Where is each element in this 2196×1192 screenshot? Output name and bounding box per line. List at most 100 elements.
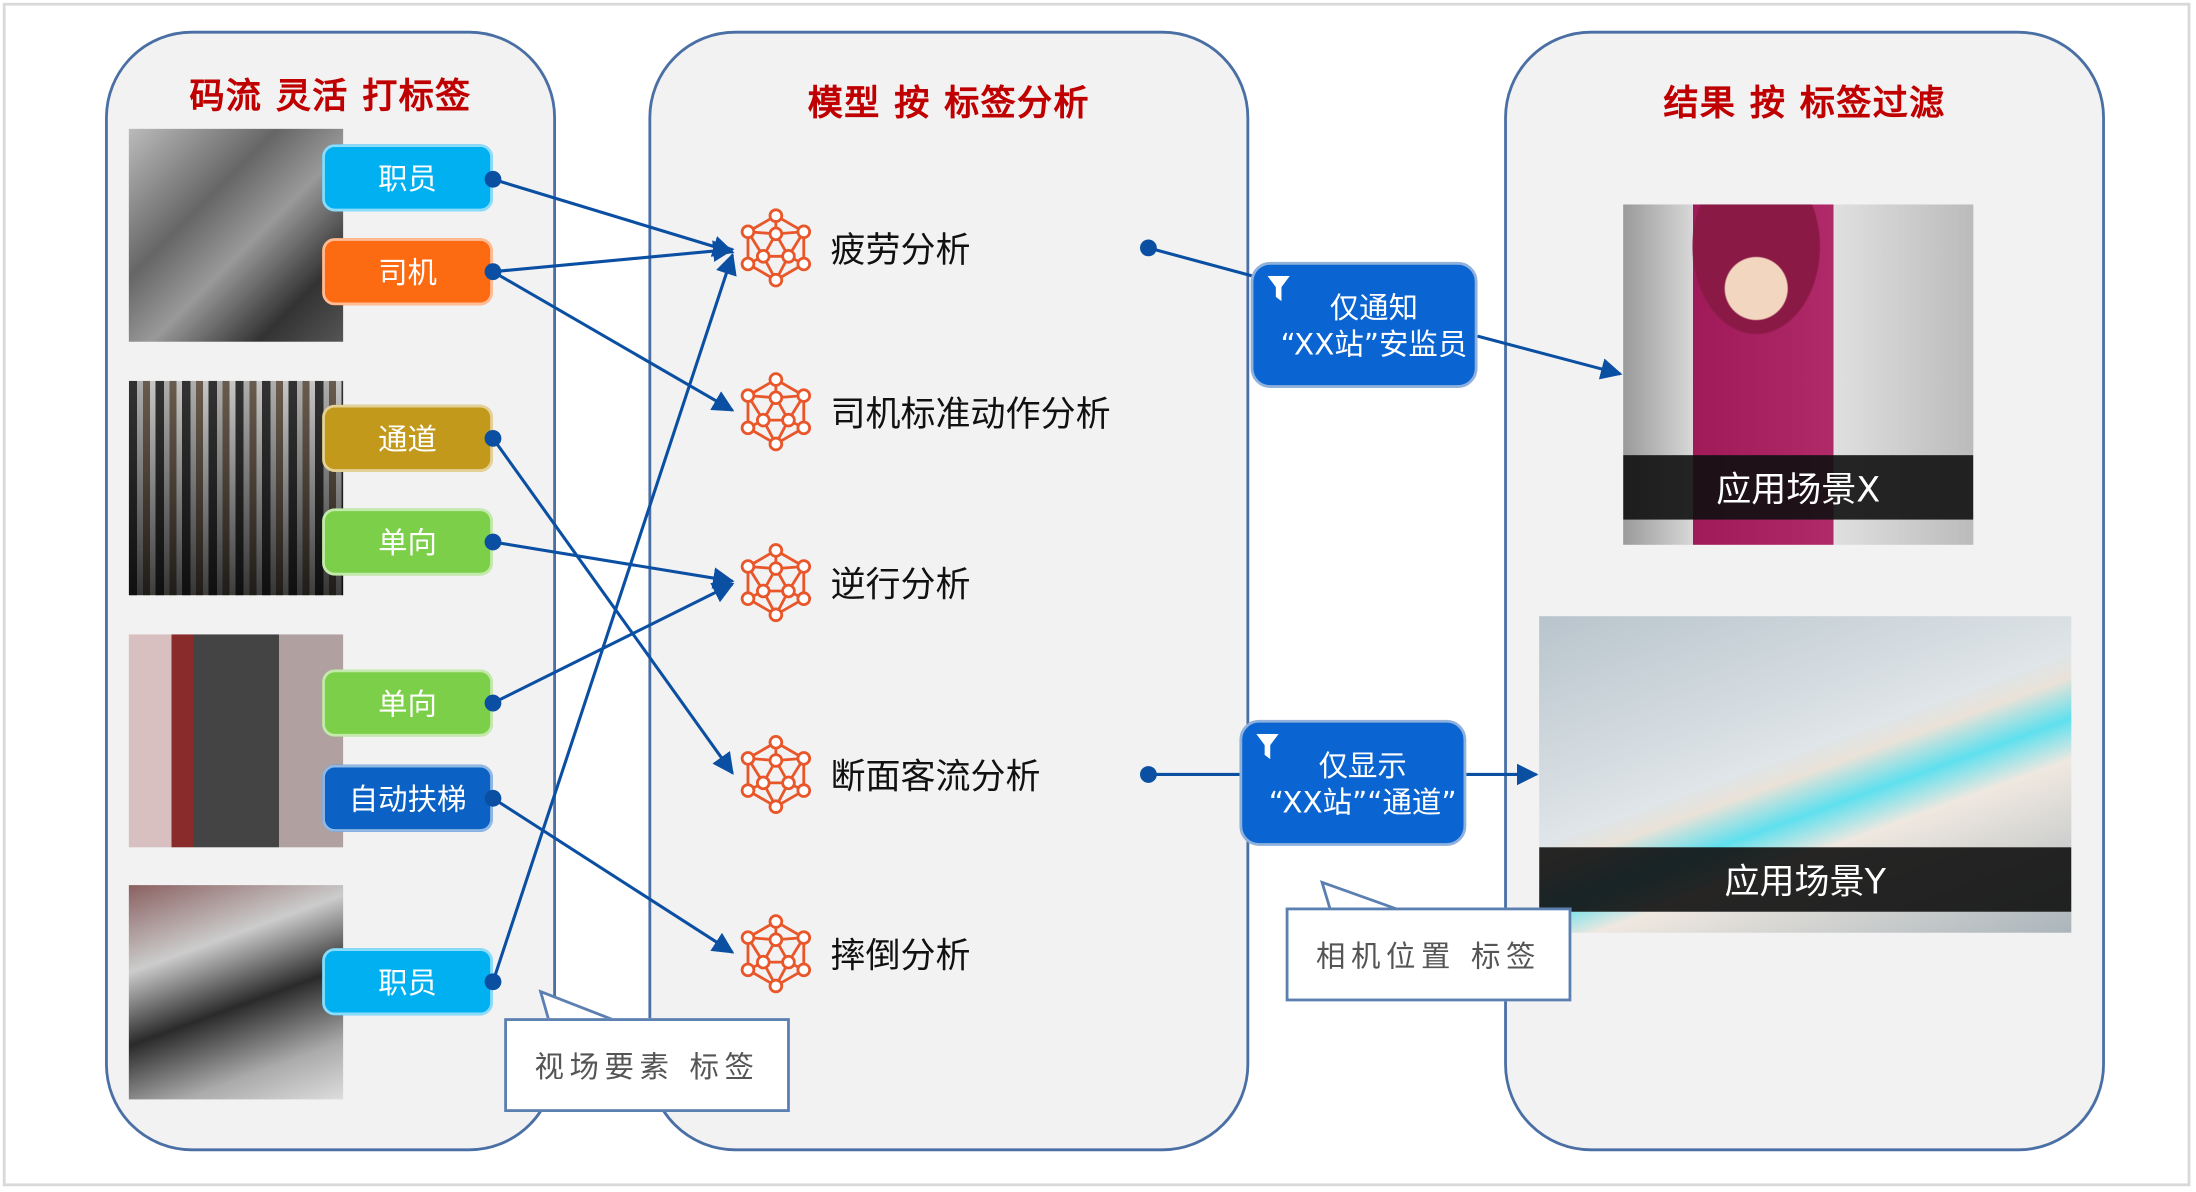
connector-dot [484, 263, 502, 281]
model-passenger-flow[interactable]: 断面客流分析 [738, 732, 1041, 816]
model-label: 疲劳分析 [830, 229, 971, 271]
network-node [768, 208, 784, 223]
callout-camera-tag: 相机位置 标签 [1285, 907, 1572, 1002]
network-node [796, 256, 812, 272]
tag-one-way[interactable]: 单向 [322, 669, 493, 737]
network-node [768, 390, 784, 406]
camera-image-control-room [128, 885, 344, 1100]
network-node [768, 734, 784, 750]
tag-label: 职员 [378, 966, 437, 1000]
tag-one-way[interactable]: 单向 [322, 508, 493, 576]
tag-label: 通道 [378, 422, 437, 457]
network-node [740, 224, 756, 240]
connector-dot [1140, 239, 1157, 257]
network-node [755, 775, 771, 791]
filter-line1: 仅通知 [1329, 291, 1419, 325]
neural-network-icon [740, 914, 812, 994]
model-driver-action[interactable]: 司机标准动作分析 [738, 370, 1111, 454]
network-node [740, 591, 756, 606]
panel-title: 结果 按 标签过滤 [1663, 82, 1946, 124]
tag-label: 司机 [378, 256, 437, 290]
scene-caption: 应用场景Y [1539, 847, 2072, 912]
network-node [740, 930, 756, 945]
camera-image-passage [128, 380, 344, 596]
network-node [796, 420, 812, 436]
arrow-passage-to-flow [491, 437, 734, 775]
network-node [781, 775, 796, 791]
filter-line2: “XX站”安监员 [1280, 327, 1468, 362]
panel-title: 码流 灵活 打标签 [189, 75, 472, 117]
tag-driver[interactable]: 司机 [322, 238, 493, 306]
scene-y-image: 应用场景Y [1539, 616, 2072, 933]
network-node [796, 224, 812, 240]
camera-image-driver-cab [128, 128, 344, 342]
network-node [796, 591, 812, 606]
model-wrong-way[interactable]: 逆行分析 [738, 541, 971, 625]
model-label: 摔倒分析 [830, 935, 971, 977]
network-node [796, 783, 812, 798]
network-node [768, 561, 784, 576]
network-node [796, 930, 812, 945]
model-fall[interactable]: 摔倒分析 [738, 912, 971, 996]
arrow-staff-to-fatigue [492, 177, 735, 257]
tag-label: 单向 [378, 687, 437, 722]
network-node [768, 607, 784, 623]
network-node [768, 932, 784, 948]
tag-label: 职员 [378, 162, 437, 197]
network-node [781, 249, 796, 264]
callout-pointer [538, 989, 617, 1023]
network-node [740, 962, 756, 978]
network-node [796, 559, 812, 574]
arrow-driver-to-action [492, 270, 735, 412]
filter-icon [1267, 275, 1290, 302]
network-node [768, 914, 784, 929]
arrow-staff2-to-fatigue [491, 252, 737, 983]
filter-icon [1256, 733, 1279, 760]
neural-network-icon [740, 208, 812, 288]
connector-dot [1140, 766, 1157, 783]
network-node [740, 559, 756, 574]
network-node [796, 962, 812, 978]
network-node [755, 583, 771, 599]
model-fatigue[interactable]: 疲劳分析 [738, 206, 971, 290]
tag-passage[interactable]: 通道 [322, 404, 493, 472]
network-node [768, 272, 784, 288]
line-fatigue-to-filter [1148, 246, 1253, 278]
model-label: 逆行分析 [830, 564, 971, 606]
network-node [768, 753, 784, 768]
network-node [740, 388, 756, 403]
panel-title: 模型 按 标签分析 [807, 82, 1090, 124]
filter-notify-safety-officer[interactable]: 仅通知“XX站”安监员 [1250, 261, 1478, 388]
network-node [755, 412, 771, 428]
tag-label: 自动扶梯 [348, 782, 467, 817]
network-node [796, 751, 812, 766]
tag-escalator[interactable]: 自动扶梯 [322, 764, 493, 832]
network-node [781, 954, 796, 970]
arrow-filter-to-scene-x [1477, 334, 1623, 380]
network-node [768, 436, 784, 452]
tag-staff[interactable]: 职员 [322, 948, 493, 1016]
connector-dot [484, 789, 502, 807]
connector-dot [484, 694, 502, 712]
panel-filter: 结果 按 标签过滤 [1504, 30, 2105, 1152]
arrow-driver-to-fatigue [492, 240, 735, 274]
network-node [768, 978, 784, 994]
model-label: 断面客流分析 [830, 756, 1041, 797]
arrow-escalator-to-fall [492, 796, 735, 954]
connector-dot [484, 533, 502, 551]
network-node [755, 954, 771, 970]
connector-dot [484, 170, 502, 188]
network-node [740, 783, 756, 798]
scene-x-image: 应用场景X [1623, 204, 1974, 545]
network-node [781, 583, 796, 599]
camera-image-escalator [128, 634, 344, 848]
filter-show-passage[interactable]: 仅显示“XX站”“通道” [1239, 719, 1467, 846]
connector-dot [484, 429, 502, 447]
network-node [768, 372, 784, 387]
network-node [755, 249, 771, 264]
callout-view-tag: 视场要素 标签 [504, 1018, 790, 1112]
tag-staff[interactable]: 职员 [322, 144, 493, 212]
network-node [740, 420, 756, 436]
filter-line1: 仅显示 [1318, 749, 1407, 783]
